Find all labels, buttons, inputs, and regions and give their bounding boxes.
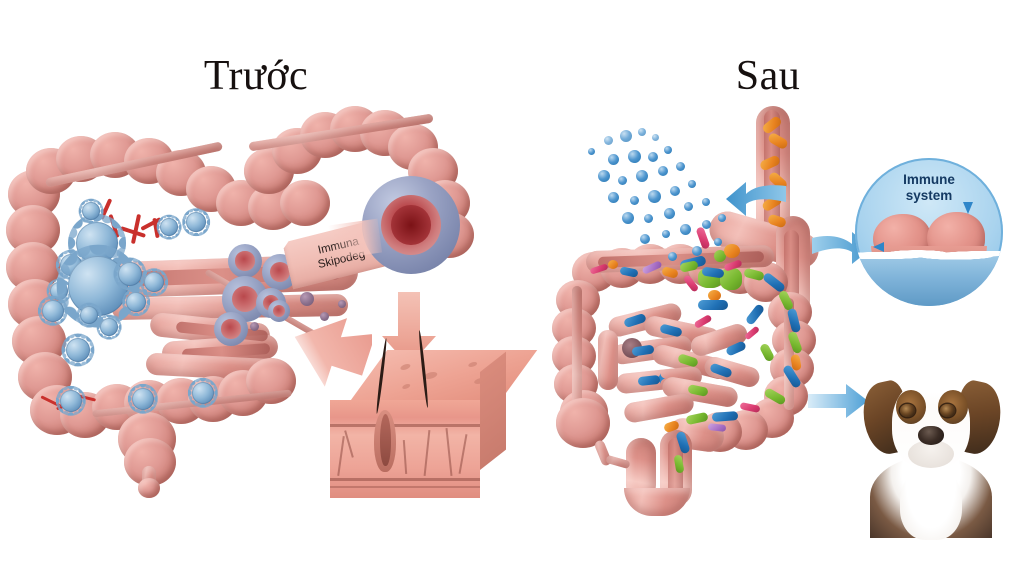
cell-connector-beam (327, 218, 383, 260)
dog-nose (918, 426, 944, 445)
arrow-expel-pathogens (726, 182, 786, 216)
water-surface (855, 255, 1003, 306)
arrow-to-skin-diagonal (294, 318, 372, 387)
immune-system-label: Immune system (855, 172, 1003, 204)
dog-photo (852, 360, 1010, 540)
arrow-to-dog (808, 384, 868, 418)
dog-eye-left (900, 404, 915, 417)
skin-side-face (480, 351, 506, 470)
dog-eye-right (940, 404, 955, 417)
skin-top-surface (348, 350, 538, 404)
immune-system-inset: Immune system (855, 158, 1003, 306)
immune-label-line1: Immune (903, 172, 955, 187)
panel-after: Sau (512, 0, 1024, 576)
water-foam (855, 245, 1003, 262)
skin-cross-section-inset (330, 330, 538, 505)
skin-front-face (330, 400, 480, 498)
page-title-before: Trước (203, 53, 309, 99)
immune-label-line2: system (905, 188, 953, 203)
dog-chest (900, 464, 962, 540)
panel-before: Trước (0, 0, 512, 576)
immune-arrow-in-right (963, 202, 973, 214)
immune-arrow-in-left (873, 242, 884, 252)
page-title-after: Sau (735, 53, 801, 99)
